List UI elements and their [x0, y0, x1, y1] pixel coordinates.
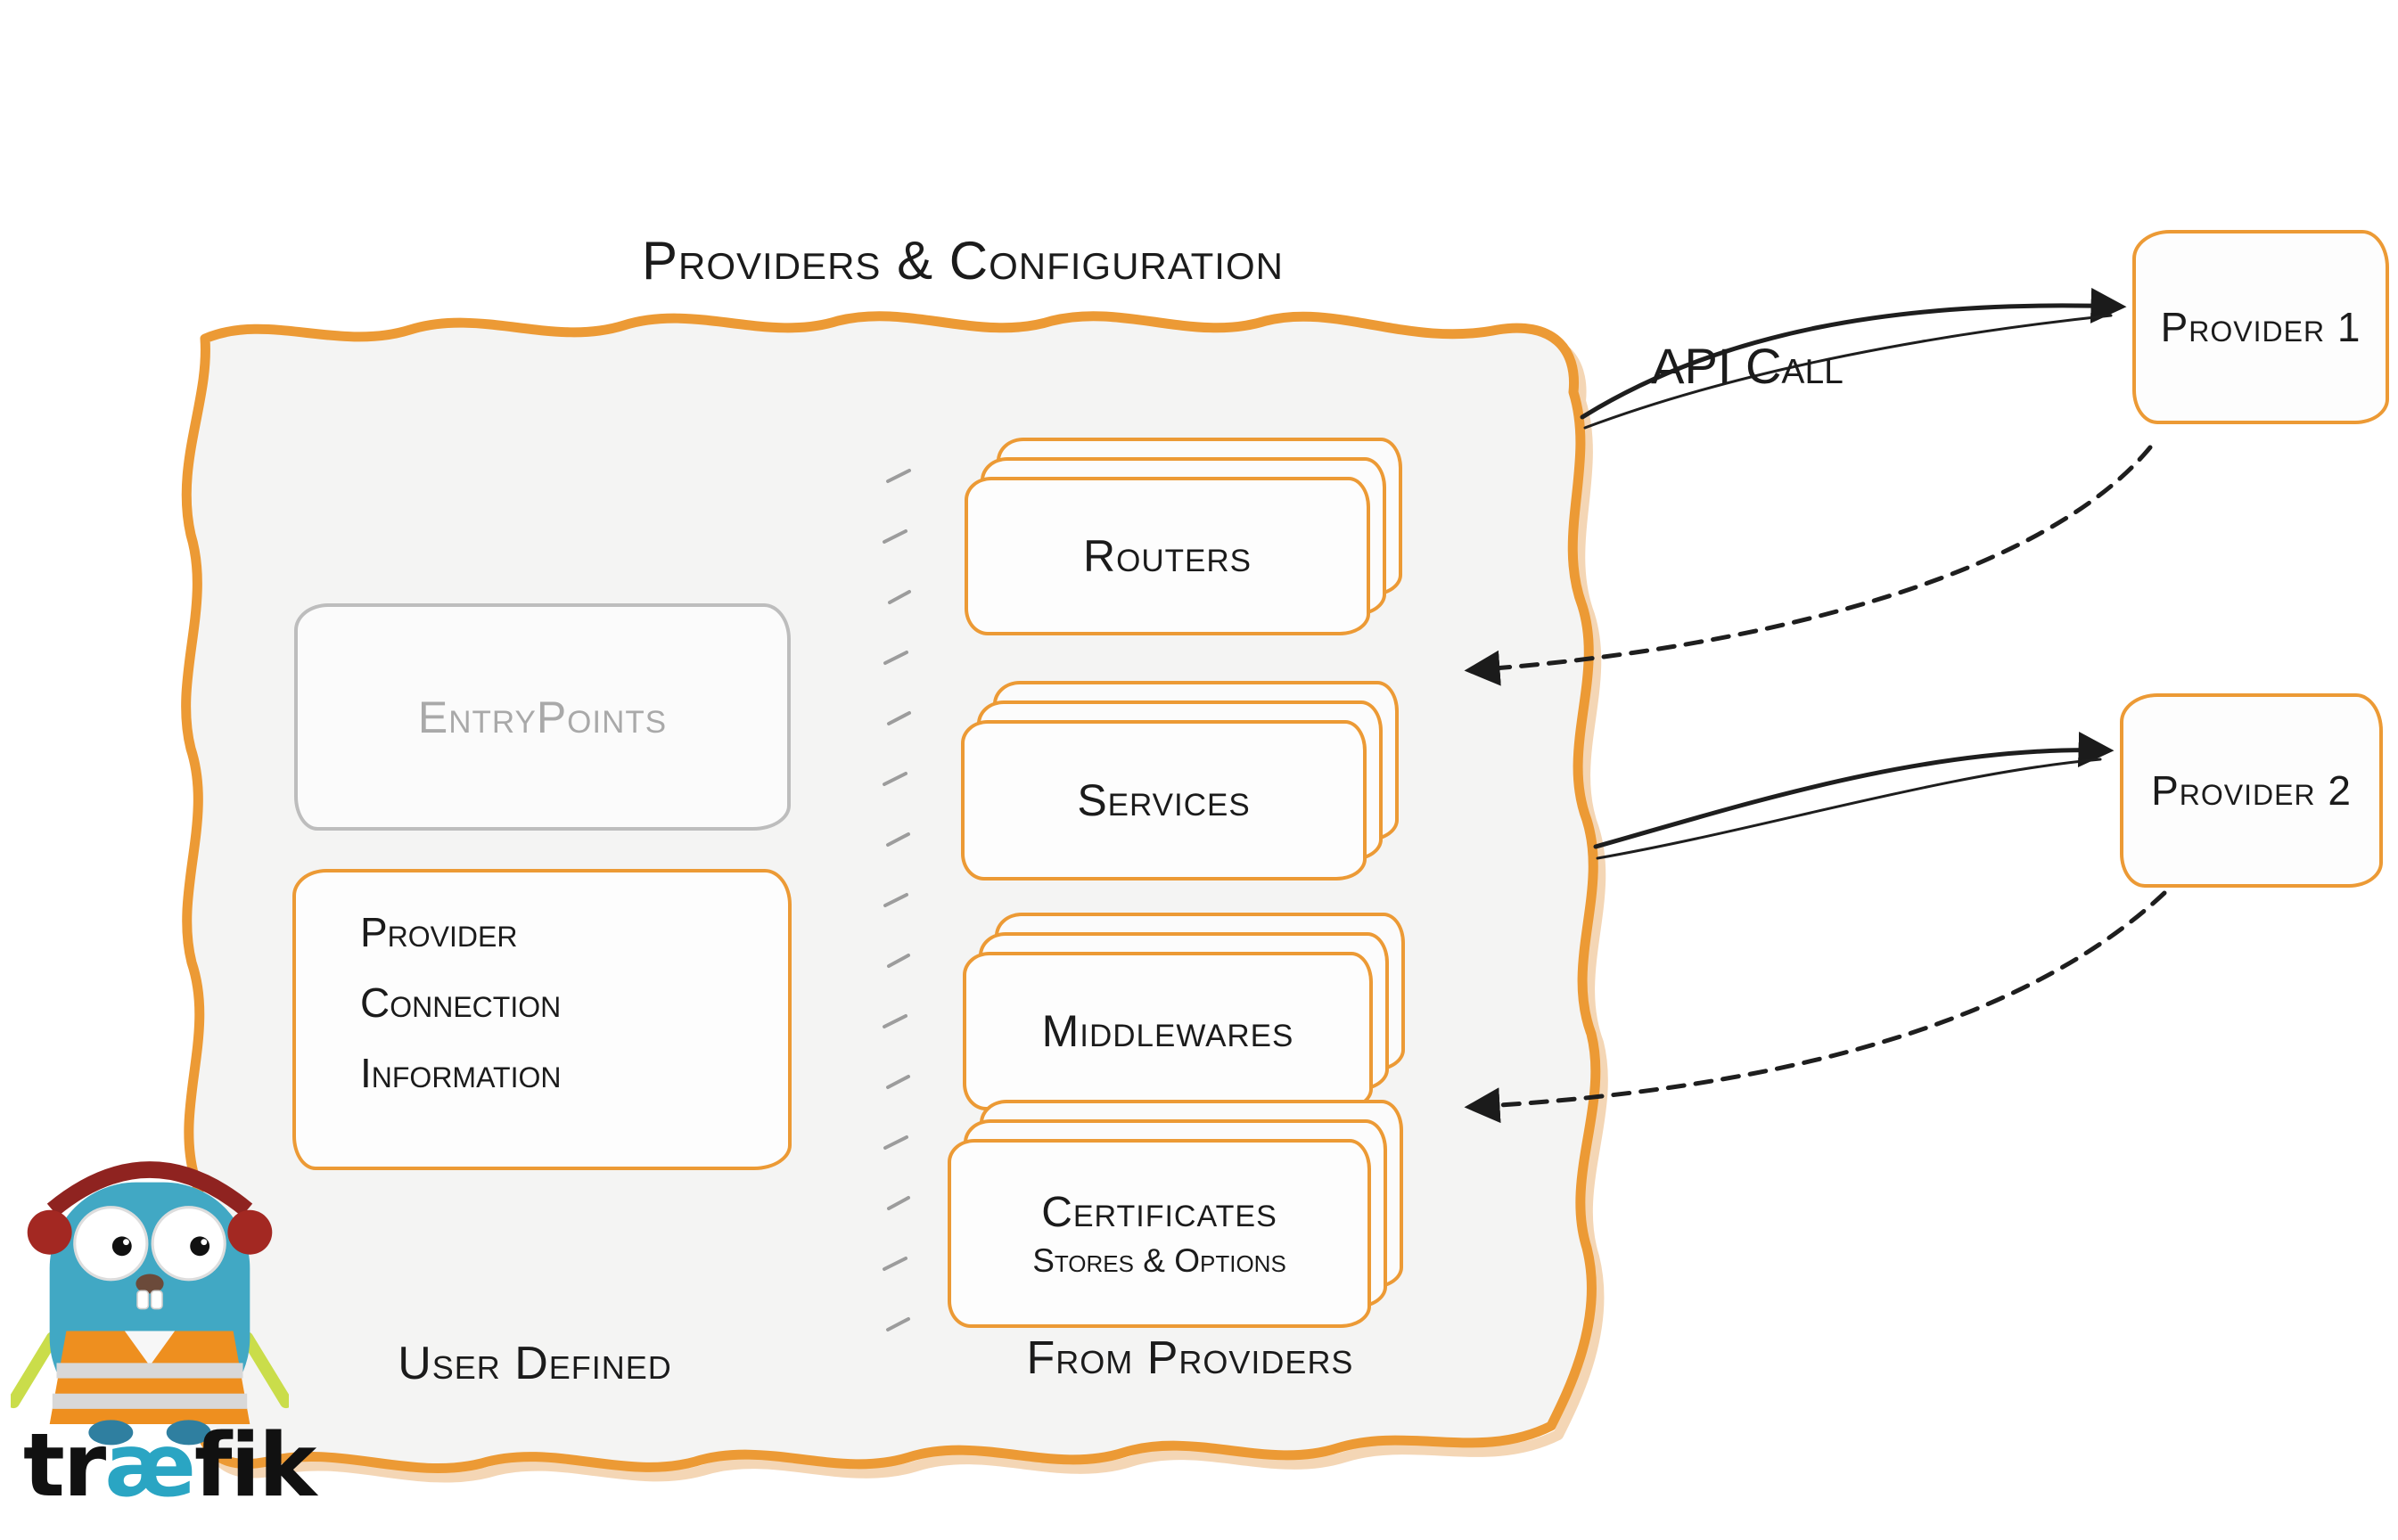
arrow-config-to-provider2	[1593, 732, 2115, 849]
provider2-box: Provider 2	[2120, 693, 2383, 888]
middlewares-label: Middlewares	[1041, 1006, 1294, 1056]
arrow-provider2-to-config	[1464, 890, 2167, 1124]
vest-stripe-1	[56, 1363, 243, 1379]
pci-line-1: Provider	[360, 909, 518, 955]
certificates-front-card: Certificates Stores & Options	[948, 1139, 1371, 1328]
headphone-cup-right-icon	[227, 1209, 273, 1255]
entrypoints-box: EntryPoints	[294, 603, 791, 831]
from-providers-label: From Providers	[1026, 1332, 1354, 1384]
gopher-eye-highlight-left	[123, 1239, 129, 1246]
gopher-eye-right	[151, 1206, 226, 1282]
services-front-card: Services	[961, 720, 1367, 881]
pci-line-3: Information	[360, 1050, 562, 1097]
diagram-title: Providers & Configuration	[642, 231, 1284, 291]
gopher-pupil-left	[111, 1236, 132, 1257]
routers-front-card: Routers	[965, 477, 1370, 635]
gopher-foot-right	[166, 1420, 211, 1446]
gopher-eye-highlight-right	[201, 1239, 208, 1246]
gopher-foot-left	[88, 1420, 134, 1446]
gopher-eye-left	[73, 1206, 149, 1282]
headphone-band-icon	[46, 1161, 253, 1216]
user-defined-label: User Defined	[398, 1338, 672, 1389]
vest-collar	[124, 1331, 176, 1366]
wordmark-prefix: tr	[23, 1415, 106, 1517]
entrypoints-label: EntryPoints	[417, 692, 668, 742]
traefik-wordmark: træfik	[23, 1422, 316, 1510]
gopher-tooth-left	[136, 1290, 150, 1310]
wordmark-suffix: fik	[193, 1415, 316, 1517]
arrow-provider1-to-config	[1464, 445, 2153, 686]
services-label: Services	[1077, 775, 1251, 825]
routers-label: Routers	[1083, 531, 1252, 581]
provider-connection-info-box: Provider Connection Information	[292, 869, 792, 1170]
vest-stripe-2	[52, 1393, 248, 1409]
provider1-box: Provider 1	[2132, 230, 2389, 424]
headphone-cup-left-icon	[27, 1209, 72, 1255]
arrow-config-to-provider2-sketch	[1596, 758, 2102, 860]
gopher-nose	[136, 1274, 164, 1294]
glowstick-right-icon	[241, 1331, 289, 1409]
gopher-pupil-right	[190, 1236, 210, 1257]
wordmark-ligature: æ	[104, 1415, 196, 1517]
glowstick-left-icon	[11, 1331, 59, 1409]
api-call-label: API Call	[1651, 338, 1844, 394]
middlewares-front-card: Middlewares	[963, 952, 1373, 1110]
pci-line-2: Connection	[360, 979, 562, 1027]
gopher-tooth-right	[150, 1290, 163, 1310]
certificates-title: Certificates	[1041, 1188, 1277, 1236]
provider1-label: Provider 1	[2160, 304, 2361, 350]
provider2-label: Provider 2	[2151, 767, 2352, 814]
traefik-gopher-logo	[11, 1161, 289, 1446]
provider-connection-info-text: Provider Connection Information	[360, 897, 562, 1109]
divider-hatching	[883, 469, 911, 1331]
middlewares-box: Middlewares	[963, 913, 1405, 1110]
certificates-subtitle: Stores & Options	[1032, 1241, 1286, 1279]
services-box: Services	[961, 681, 1399, 881]
certificates-box: Certificates Stores & Options	[948, 1100, 1403, 1328]
routers-box: Routers	[965, 438, 1402, 635]
